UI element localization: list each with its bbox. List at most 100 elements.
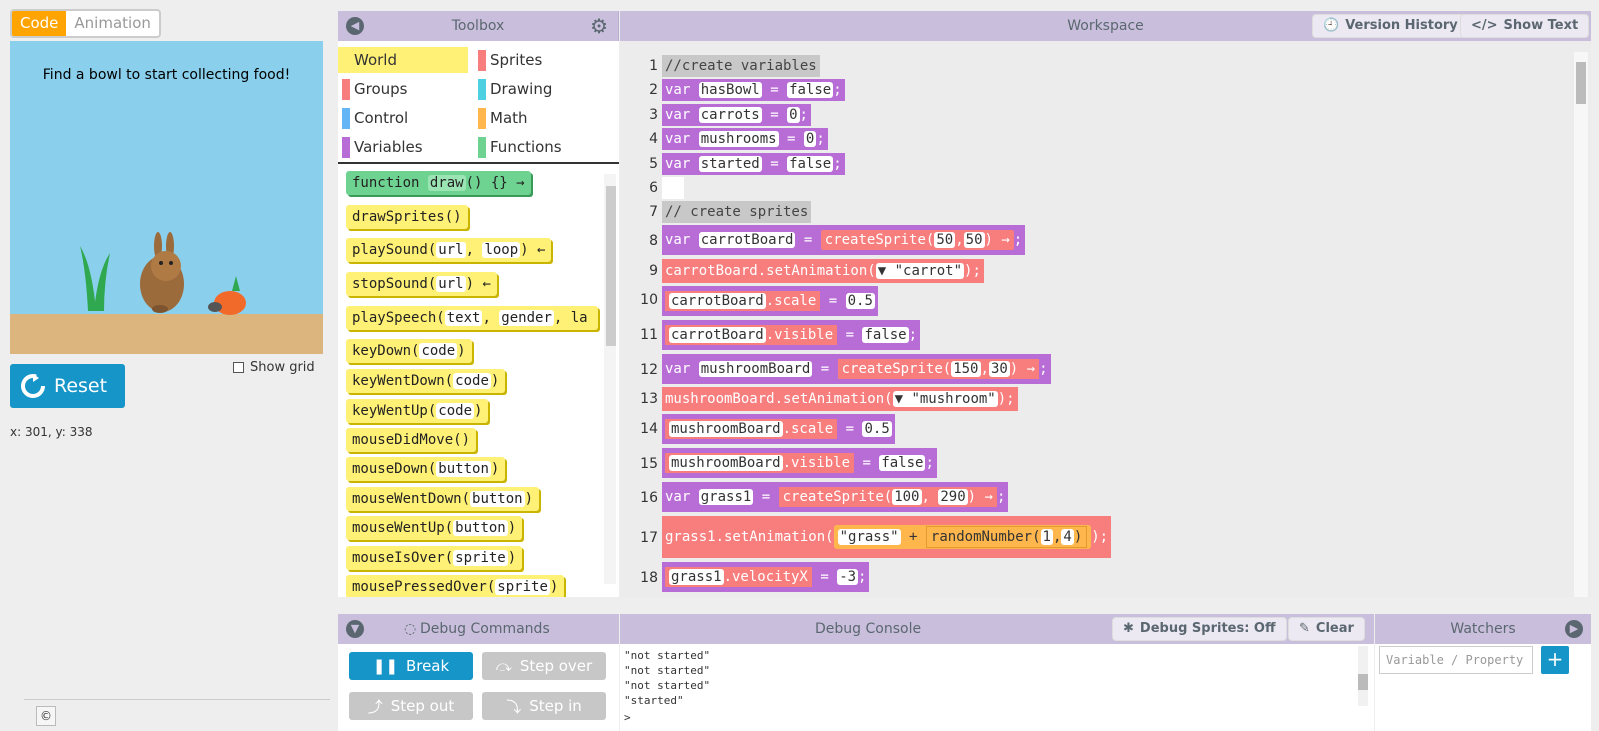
clear-button[interactable]: ✎ Clear [1288,617,1365,641]
empty-block[interactable] [662,177,684,199]
reset-button[interactable]: Reset [10,364,125,408]
step-out-button[interactable]: ⤴Step out [349,692,473,720]
category-functions[interactable]: Functions [474,134,614,160]
scroll-thumb[interactable] [606,186,616,346]
watch-input[interactable]: Variable / Property [1379,646,1533,674]
block-stopsound[interactable]: stopSound(url) ← [346,272,497,296]
clear-label: Clear [1315,621,1354,636]
block-function-draw[interactable]: function draw() {} → [346,171,531,195]
setanimation-block[interactable]: carrotBoard.setAnimation(▼ "carrot"); [662,259,984,283]
assign-block[interactable]: carrotBoard.scale = 0.5 [662,286,878,316]
setanimation-block[interactable]: mushroomBoard.setAnimation(▼ "mushroom")… [662,387,1018,411]
reset-label: Reset [54,375,108,397]
category-groups[interactable]: Groups [338,76,468,102]
block-keydown[interactable]: keyDown(code) [346,339,472,363]
category-control[interactable]: Control [338,105,468,131]
console-scrollbar[interactable] [1358,646,1368,706]
category-label: Variables [354,138,423,156]
game-stage[interactable]: Find a bowl to start collecting food! [10,41,323,354]
show-text-button[interactable]: </> Show Text [1460,14,1590,38]
version-history-button[interactable]: 🕘 Version History [1312,14,1469,38]
console-prompt[interactable]: > [624,711,631,724]
block-mouseisover[interactable]: mouseIsOver(sprite) [346,546,523,570]
console-line: "not started" [624,664,711,677]
collapse-debug-icon[interactable]: ▼ [346,620,364,638]
collapse-toolbox-icon[interactable]: ◀ [346,17,364,35]
toolbox-scrollbar[interactable] [604,174,616,584]
step-out-icon: ⤴ [367,697,383,716]
block-keywentup[interactable]: keyWentUp(code) [346,399,489,423]
workspace-scrollbar[interactable] [1574,52,1588,597]
code-mode-tab[interactable]: Code [12,11,67,36]
add-watch-button[interactable]: + [1541,646,1569,674]
category-label: Drawing [490,80,553,98]
scroll-thumb[interactable] [1576,62,1586,104]
debug-commands-header: ▼ ◌ Debug Commands [338,614,619,644]
show-grid-toggle[interactable]: Show grid [233,360,315,375]
comment-block[interactable]: //create variables [662,55,820,77]
workspace[interactable]: 1 2 3 4 5 6 7 8 9 10 11 12 13 14 15 16 1… [620,41,1591,597]
show-text-label: Show Text [1503,18,1579,33]
scroll-thumb[interactable] [1358,674,1368,690]
setanimation-block[interactable]: grass1.setAnimation("grass" + randomNumb… [662,516,1112,558]
line-number: 10 [640,292,658,308]
line-number: 5 [649,156,658,172]
block-keywentdown[interactable]: keyWentDown(code) [346,369,506,393]
block-mousepressedover[interactable]: mousePressedOver(sprite) [346,575,565,597]
workspace-title: Workspace [1067,18,1144,34]
watchers-panel: Variable / Property + [1375,644,1591,731]
assign-block[interactable]: mushroomBoard.scale = 0.5 [662,414,895,444]
block-drawsprites[interactable]: drawSprites() [346,205,468,229]
comment-block[interactable]: // create sprites [662,201,812,223]
toolbox-header: ◀ Toolbox ⚙ [338,11,619,41]
category-math[interactable]: Math [474,105,614,131]
var-block[interactable]: var grass1 = createSprite(100, 290) →; [662,482,1009,512]
var-block[interactable]: var carrotBoard = createSprite(50,50) →; [662,225,1026,255]
var-block[interactable]: var carrots = 0; [662,104,811,126]
block-mousewentdown[interactable]: mouseWentDown(button) [346,487,540,511]
step-in-icon: ⤵ [506,697,522,716]
var-block[interactable]: var started = false; [662,153,845,175]
pause-icon: ❚❚ [372,657,398,675]
var-block[interactable]: var mushrooms = 0; [662,128,828,150]
category-sprites[interactable]: Sprites [474,47,614,73]
gear-icon[interactable]: ⚙ [590,14,608,38]
debug-commands-title: Debug Commands [420,621,550,637]
category-label: Sprites [490,51,543,69]
debug-sprites-button[interactable]: ✱ Debug Sprites: Off [1112,617,1287,641]
var-block[interactable]: var hasBowl = false; [662,79,845,101]
category-variables[interactable]: Variables [338,134,468,160]
assign-block[interactable]: mushroomBoard.visible = false; [662,448,937,478]
copyright-button[interactable]: © [36,706,56,726]
step-in-button[interactable]: ⤵Step in [482,692,606,720]
debug-commands: ❚❚Break ⤼Step over ⤴Step out ⤵Step in [338,644,619,731]
block-mousewentup[interactable]: mouseWentUp(button) [346,516,523,540]
step-over-button[interactable]: ⤼Step over [482,652,606,680]
carrot-sprite [208,276,246,315]
assign-block[interactable]: carrotBoard.visible = false; [662,320,921,350]
debug-console-header: Debug Console ✱ Debug Sprites: Off ✎ Cle… [620,614,1374,644]
console-output: "not started" "not started" "not started… [624,648,710,708]
assign-block[interactable]: grass1.velocityX = -3; [662,562,870,592]
reset-icon [21,374,45,398]
block-playspeech[interactable]: playSpeech(text, gender, la [346,306,598,330]
bunny-sprite [140,232,184,313]
animation-mode-tab[interactable]: Animation [74,14,151,32]
collapse-watchers-icon[interactable]: ▶ [1565,620,1583,638]
show-grid-checkbox[interactable] [233,362,244,373]
category-world[interactable]: World [338,47,468,73]
block-mousedidmove[interactable]: mouseDidMove() [346,428,477,452]
line-number: 4 [649,131,658,147]
line-number: 1 [649,58,658,74]
line-number: 16 [640,490,658,506]
debug-console[interactable]: "not started" "not started" "not started… [620,644,1374,731]
block-playsound[interactable]: playSound(url, loop) ← [346,238,552,262]
break-button[interactable]: ❚❚Break [349,652,473,680]
line-number: 17 [640,530,658,546]
category-label: Math [490,109,528,127]
stage-message: Find a bowl to start collecting food! [42,67,291,83]
category-drawing[interactable]: Drawing [474,76,614,102]
block-mousedown[interactable]: mouseDown(button) [346,457,506,481]
line-number: 13 [640,391,658,407]
var-block[interactable]: var mushroomBoard = createSprite(150,30)… [662,354,1051,384]
